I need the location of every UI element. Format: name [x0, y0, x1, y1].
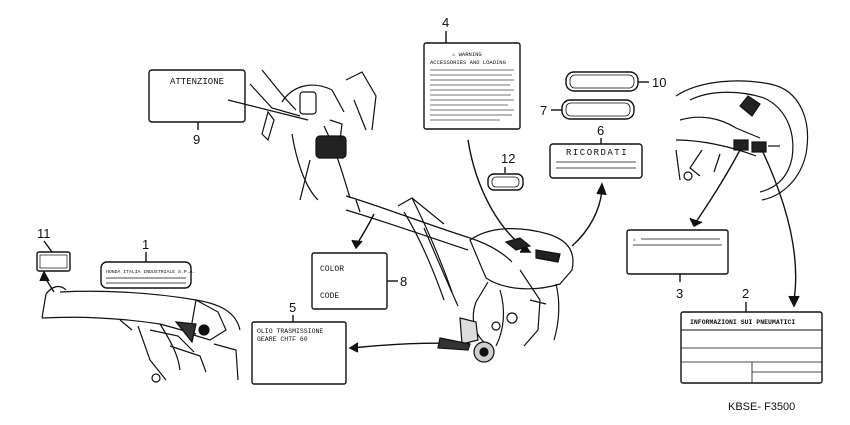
olio-line1-text: OLIO TRASMISSIONE: [257, 328, 323, 335]
olio-line2-text: GEARE CHTF 60: [257, 336, 308, 343]
callout-9: 9: [193, 132, 200, 147]
rear-wheel-sketch: [675, 80, 809, 201]
label-3-sticker: ⚠: [626, 229, 729, 275]
info-pneumatici-text: INFORMAZIONI SUI PNEUMATICI: [690, 319, 795, 326]
callout-11: 11: [37, 226, 51, 241]
attenzione-text: ATTENZIONE: [170, 77, 224, 87]
callout-3: 3: [676, 286, 683, 301]
rear-bike-sketch: [41, 285, 241, 383]
callout-5: 5: [289, 300, 296, 315]
diagram-code: KBSE- F3500: [728, 401, 795, 413]
label-12-sticker: [487, 173, 524, 191]
frame-tank-sketch: [345, 195, 574, 363]
label-4-warning: ⚠ WARNING ACCESSORIES AND LOADING: [423, 42, 521, 130]
code-text: CODE: [320, 292, 339, 301]
label-11-sticker: [36, 251, 71, 272]
callout-1: 1: [142, 237, 149, 252]
label-6-ricordati: RICORDATI: [549, 143, 643, 179]
callout-8: 8: [400, 274, 407, 289]
warning-sub-text: ACCESSORIES AND LOADING: [430, 59, 506, 66]
label-8-color-code: COLOR CODE: [311, 252, 388, 310]
callout-2: 2: [742, 286, 749, 301]
callout-10: 10: [652, 75, 666, 90]
color-text: COLOR: [320, 265, 344, 274]
callout-7: 7: [540, 103, 547, 118]
label-9-attenzione: ATTENZIONE: [148, 69, 246, 123]
handlebar-sketch: [227, 69, 377, 201]
label-2-info-pneumatici: INFORMAZIONI SUI PNEUMATICI: [680, 311, 823, 384]
label-1-sticker: HONDA ITALIA INDUSTRIALE S.P.A.: [100, 261, 195, 289]
callout-12: 12: [501, 151, 515, 166]
ricordati-text: RICORDATI: [566, 148, 628, 158]
warning-title-text: ⚠ WARNING: [452, 51, 482, 58]
label1-text: HONDA ITALIA INDUSTRIALE S.P.A.: [106, 269, 195, 275]
svg-text:⚠: ⚠: [633, 238, 636, 243]
callout-4: 4: [442, 15, 449, 30]
label-5-olio: OLIO TRASMISSIONE GEARE CHTF 60: [251, 321, 347, 385]
callout-6: 6: [597, 123, 604, 138]
